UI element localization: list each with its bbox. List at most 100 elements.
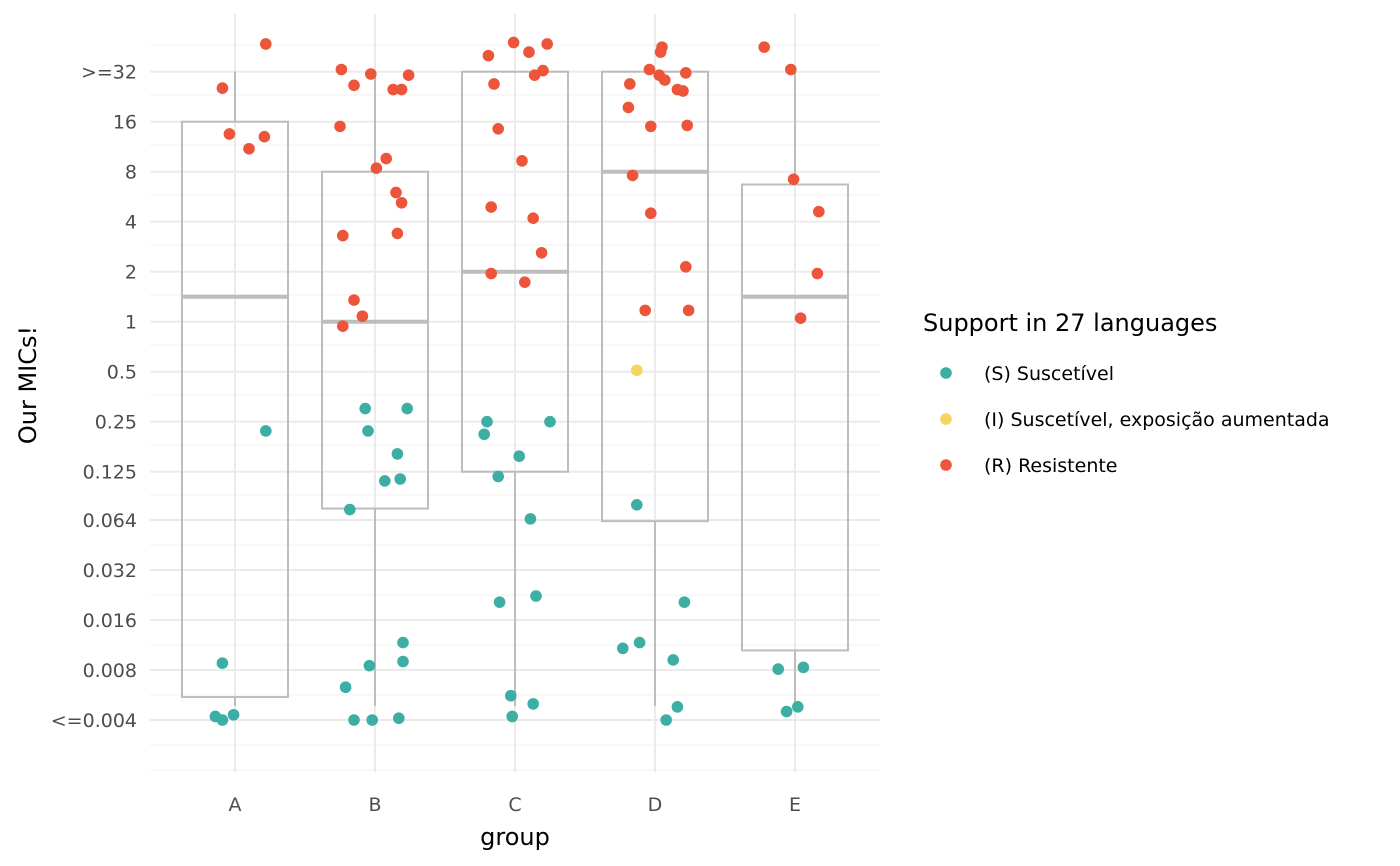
x-tick-label: E — [789, 794, 801, 816]
point-S — [530, 590, 542, 602]
point-S — [363, 659, 376, 672]
y-tick-label: 0.032 — [83, 560, 137, 582]
point-R — [643, 63, 656, 76]
legend: Support in 27 languages (S) Suscetível(I… — [923, 309, 1330, 477]
point-S — [401, 402, 414, 415]
point-R — [335, 63, 348, 76]
point-R — [337, 229, 349, 242]
box-iqr — [181, 120, 289, 699]
point-S — [397, 636, 409, 649]
point-R — [682, 304, 695, 317]
box-E — [741, 71, 849, 706]
point-R — [787, 173, 800, 186]
point-S — [506, 710, 518, 723]
point-S — [260, 425, 272, 437]
point-R — [488, 78, 500, 90]
point-R — [348, 79, 360, 92]
point-R — [811, 267, 824, 280]
y-tick-label: <=0.004 — [51, 710, 137, 732]
point-S — [505, 689, 517, 702]
point-S — [544, 415, 556, 428]
y-tick-label: 0.016 — [83, 610, 137, 632]
point-R — [348, 294, 360, 306]
y-axis-tick-labels: <=0.0040.0080.0160.0320.0640.1250.250.51… — [51, 62, 137, 732]
y-tick-label: 2 — [125, 262, 137, 284]
point-R — [523, 46, 535, 58]
point-R — [507, 36, 520, 49]
box-D — [601, 70, 709, 706]
point-R — [639, 304, 651, 317]
point-R — [677, 85, 689, 97]
point-R — [794, 312, 807, 324]
point-R — [813, 205, 825, 218]
point-S — [359, 402, 372, 415]
point-S — [348, 714, 360, 726]
y-tick-label: 0.25 — [95, 412, 137, 434]
point-R — [535, 246, 548, 259]
legend-label: (S) Suscetível — [984, 363, 1114, 385]
y-tick-label: 0.008 — [83, 660, 137, 682]
point-R — [654, 46, 667, 58]
point-S — [513, 450, 525, 462]
point-S — [391, 448, 404, 460]
point-R — [492, 123, 505, 135]
legend-key-dot — [940, 459, 952, 471]
point-S — [792, 701, 804, 713]
point-R — [622, 101, 635, 114]
y-tick-label: 0.125 — [83, 462, 137, 484]
point-R — [624, 78, 636, 90]
point-R — [223, 128, 236, 140]
y-tick-label: 0.064 — [83, 510, 137, 532]
point-R — [390, 186, 402, 199]
point-S — [660, 714, 672, 726]
point-S — [366, 714, 379, 726]
legend-item-S: (S) Suscetível — [940, 363, 1114, 385]
point-R — [391, 227, 404, 240]
point-R — [243, 142, 255, 155]
legend-key-dot — [940, 413, 952, 425]
point-R — [645, 207, 657, 220]
point-S — [667, 654, 679, 666]
box-iqr — [741, 183, 849, 652]
x-axis-title: group — [480, 823, 550, 851]
point-R — [680, 67, 692, 79]
point-R — [645, 120, 657, 133]
point-R — [395, 196, 408, 209]
point-S — [631, 499, 643, 511]
point-R — [527, 212, 539, 224]
y-tick-label: 1 — [125, 312, 137, 334]
point-R — [758, 41, 770, 53]
y-tick-label: 4 — [125, 212, 137, 234]
point-S — [772, 663, 784, 675]
point-S — [493, 596, 506, 608]
point-R — [541, 38, 553, 50]
point-S — [678, 596, 691, 608]
point-S — [633, 636, 646, 649]
point-S — [339, 681, 352, 694]
point-R — [482, 49, 495, 62]
legend-label: (I) Suscetível, exposição aumentada — [984, 409, 1330, 431]
point-R — [659, 74, 671, 86]
point-R — [516, 155, 528, 167]
point-I — [631, 364, 643, 377]
point-S — [524, 513, 537, 525]
point-S — [216, 714, 229, 726]
y-tick-label: 16 — [113, 112, 137, 134]
point-S — [379, 475, 391, 487]
point-S — [362, 425, 374, 437]
point-R — [519, 276, 531, 288]
legend-label: (R) Resistente — [984, 455, 1118, 477]
point-S — [394, 473, 407, 485]
point-R — [365, 68, 377, 80]
point-S — [481, 415, 493, 428]
point-R — [626, 169, 639, 182]
point-R — [395, 83, 408, 96]
y-axis-title: Our MICs! — [14, 326, 42, 444]
point-S — [478, 428, 491, 441]
box-C — [461, 70, 569, 706]
box-iqr — [601, 70, 709, 523]
x-tick-label: A — [229, 794, 242, 816]
box-A — [181, 71, 289, 706]
